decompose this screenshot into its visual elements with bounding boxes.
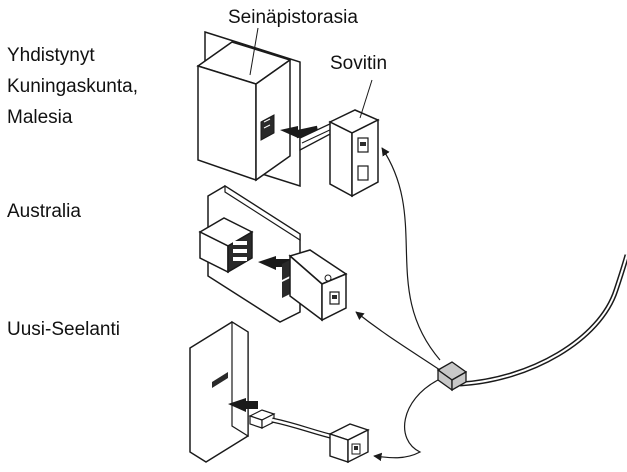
nz-plug-cable — [248, 409, 339, 441]
au-adapter — [282, 249, 348, 322]
insert-arrow-nz — [228, 398, 246, 412]
au-wall-plate — [207, 184, 301, 323]
leader-wall-socket — [249, 27, 259, 76]
uk-adapter — [299, 109, 380, 198]
nz-adapter — [328, 423, 370, 464]
insert-arrow-au — [258, 256, 276, 270]
au-socket — [198, 217, 254, 274]
label-region-australia: Australia — [7, 201, 81, 222]
label-adapter: Sovitin — [330, 53, 388, 74]
leader-adapter — [359, 79, 373, 119]
phone-cord-plug — [436, 361, 468, 392]
insert-arrow-uk — [280, 126, 298, 138]
guide-arrow-uk — [381, 147, 441, 361]
nz-wall-plate — [189, 320, 249, 463]
label-region-uk-line1: Yhdistynyt — [7, 45, 95, 66]
guide-arrow-nz — [373, 379, 439, 462]
guide-arrow-au — [355, 311, 441, 371]
uk-wall-socket — [196, 41, 292, 182]
phone-cord — [459, 254, 627, 387]
label-region-uk-line3: Malesia — [7, 107, 73, 128]
label-wall-socket: Seinäpistorasia — [228, 7, 358, 28]
label-region-uk-line2: Kuningaskunta, — [7, 76, 138, 97]
label-region-nz: Uusi-Seelanti — [7, 319, 120, 340]
